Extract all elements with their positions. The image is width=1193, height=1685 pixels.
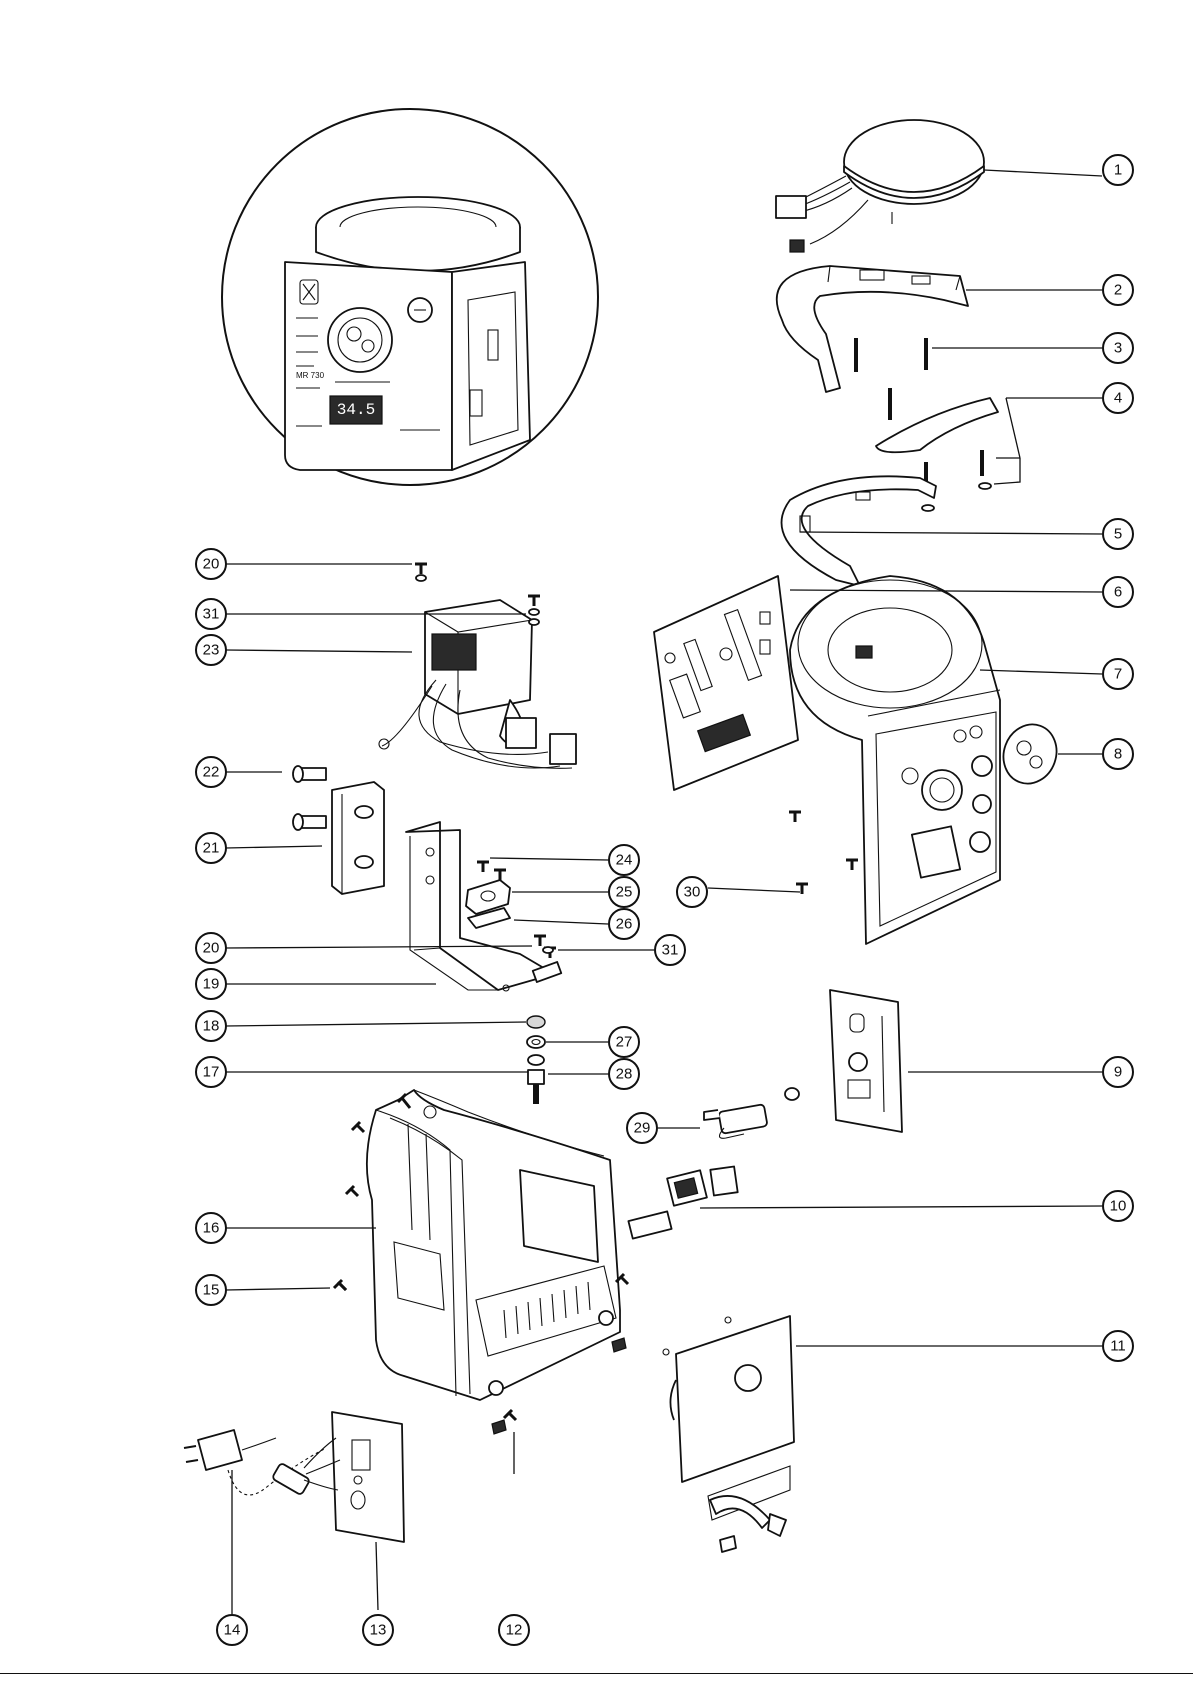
callout-9-label: 9 [1114,1064,1122,1081]
callout-26-label: 26 [616,916,633,933]
callout-16-label: 16 [203,1220,220,1237]
callout-19-label: 19 [203,976,220,993]
callout-21-label: 21 [203,840,220,857]
callout-8-label: 8 [1114,746,1122,763]
callout-7: 7 [1103,659,1133,689]
callout-11-label: 11 [1110,1338,1126,1355]
callout-15: 15 [196,1275,226,1305]
callout-23-label: 23 [203,642,220,659]
callout-3-label: 3 [1114,340,1122,357]
power-cord [184,1430,340,1495]
callout-14: 14 [217,1615,247,1645]
callout-22-label: 22 [203,764,220,781]
callout-25: 25 [609,877,639,907]
callout-6: 6 [1103,577,1133,607]
power-connector [704,1088,799,1138]
nut-washer-bolt [527,1016,545,1104]
callout-9: 9 [1103,1057,1133,1087]
callout-1: 1 [1103,155,1133,185]
callout-30-label: 30 [684,884,701,901]
front-housing [790,576,1000,944]
callout-17-label: 17 [203,1064,220,1081]
callout-29-label: 29 [634,1120,651,1137]
side-panel [830,990,902,1132]
ring-segment [876,398,998,511]
callout-13-label: 13 [370,1622,387,1639]
bottom-rule [0,1673,1193,1674]
callout-17: 17 [196,1057,226,1087]
callout-1-label: 1 [1114,162,1122,179]
callout-10-label: 10 [1110,1198,1127,1215]
callout-27-label: 27 [616,1034,633,1051]
callout-28: 28 [609,1059,639,1089]
callout-24-label: 24 [616,852,633,869]
assembled-unit-inset: 34.5 MR 730 [222,109,598,485]
callout-27: 27 [609,1027,639,1057]
callout-2: 2 [1103,275,1133,305]
callout-31-lower: 31 [655,935,685,965]
callout-15-label: 15 [203,1282,220,1299]
heater-plate [776,120,984,252]
callout-25-label: 25 [616,884,633,901]
callout-22: 22 [196,757,226,787]
clamp-ring [777,266,968,392]
callout-5: 5 [1103,519,1133,549]
callout-21: 21 [196,833,226,863]
cable-clamp [466,880,510,928]
callout-28-label: 28 [616,1066,633,1083]
callout-20-upper-label: 20 [203,556,220,573]
inset-model-label: MR 730 [296,371,325,380]
callout-4: 4 [1103,383,1133,413]
callout-10: 10 [1103,1191,1133,1221]
callout-18: 18 [196,1011,226,1041]
callout-5-label: 5 [1114,526,1122,543]
inset-display-value: 34.5 [337,401,375,419]
callout-16: 16 [196,1213,226,1243]
callout-20-lower: 20 [196,933,226,963]
socket-connector [628,1166,737,1238]
socket-plate [332,1412,404,1542]
callout-6-label: 6 [1114,584,1122,601]
callout-7-label: 7 [1114,666,1122,683]
callout-20-upper: 20 [196,549,226,579]
callout-12: 12 [499,1615,529,1645]
callout-31-upper-label: 31 [203,606,220,623]
callout-26: 26 [609,909,639,939]
callout-24: 24 [609,845,639,875]
callout-20-lower-label: 20 [203,940,220,957]
rear-plate [663,1316,794,1552]
callout-3: 3 [1103,333,1133,363]
callout-31-upper: 31 [196,599,226,629]
callout-29: 29 [627,1113,657,1143]
callout-2-label: 2 [1114,282,1122,299]
knob-plate [995,717,1064,791]
callout-8: 8 [1103,739,1133,769]
main-chassis [367,1090,620,1400]
screws-3 [856,338,926,420]
callout-18-label: 18 [203,1018,220,1035]
callout-13: 13 [363,1615,393,1645]
callout-4-label: 4 [1114,390,1122,407]
housing-screws [789,812,858,894]
spring-clip [782,476,936,586]
callout-19: 19 [196,969,226,999]
callout-11: 11 [1103,1331,1133,1361]
transformer [379,600,576,768]
callout-23: 23 [196,635,226,665]
callout-12-label: 12 [506,1622,523,1639]
mounting-block [293,766,384,894]
callout-14-label: 14 [224,1622,241,1639]
callout-31-lower-label: 31 [662,942,679,959]
control-pcb [654,576,798,790]
callout-30: 30 [677,877,707,907]
